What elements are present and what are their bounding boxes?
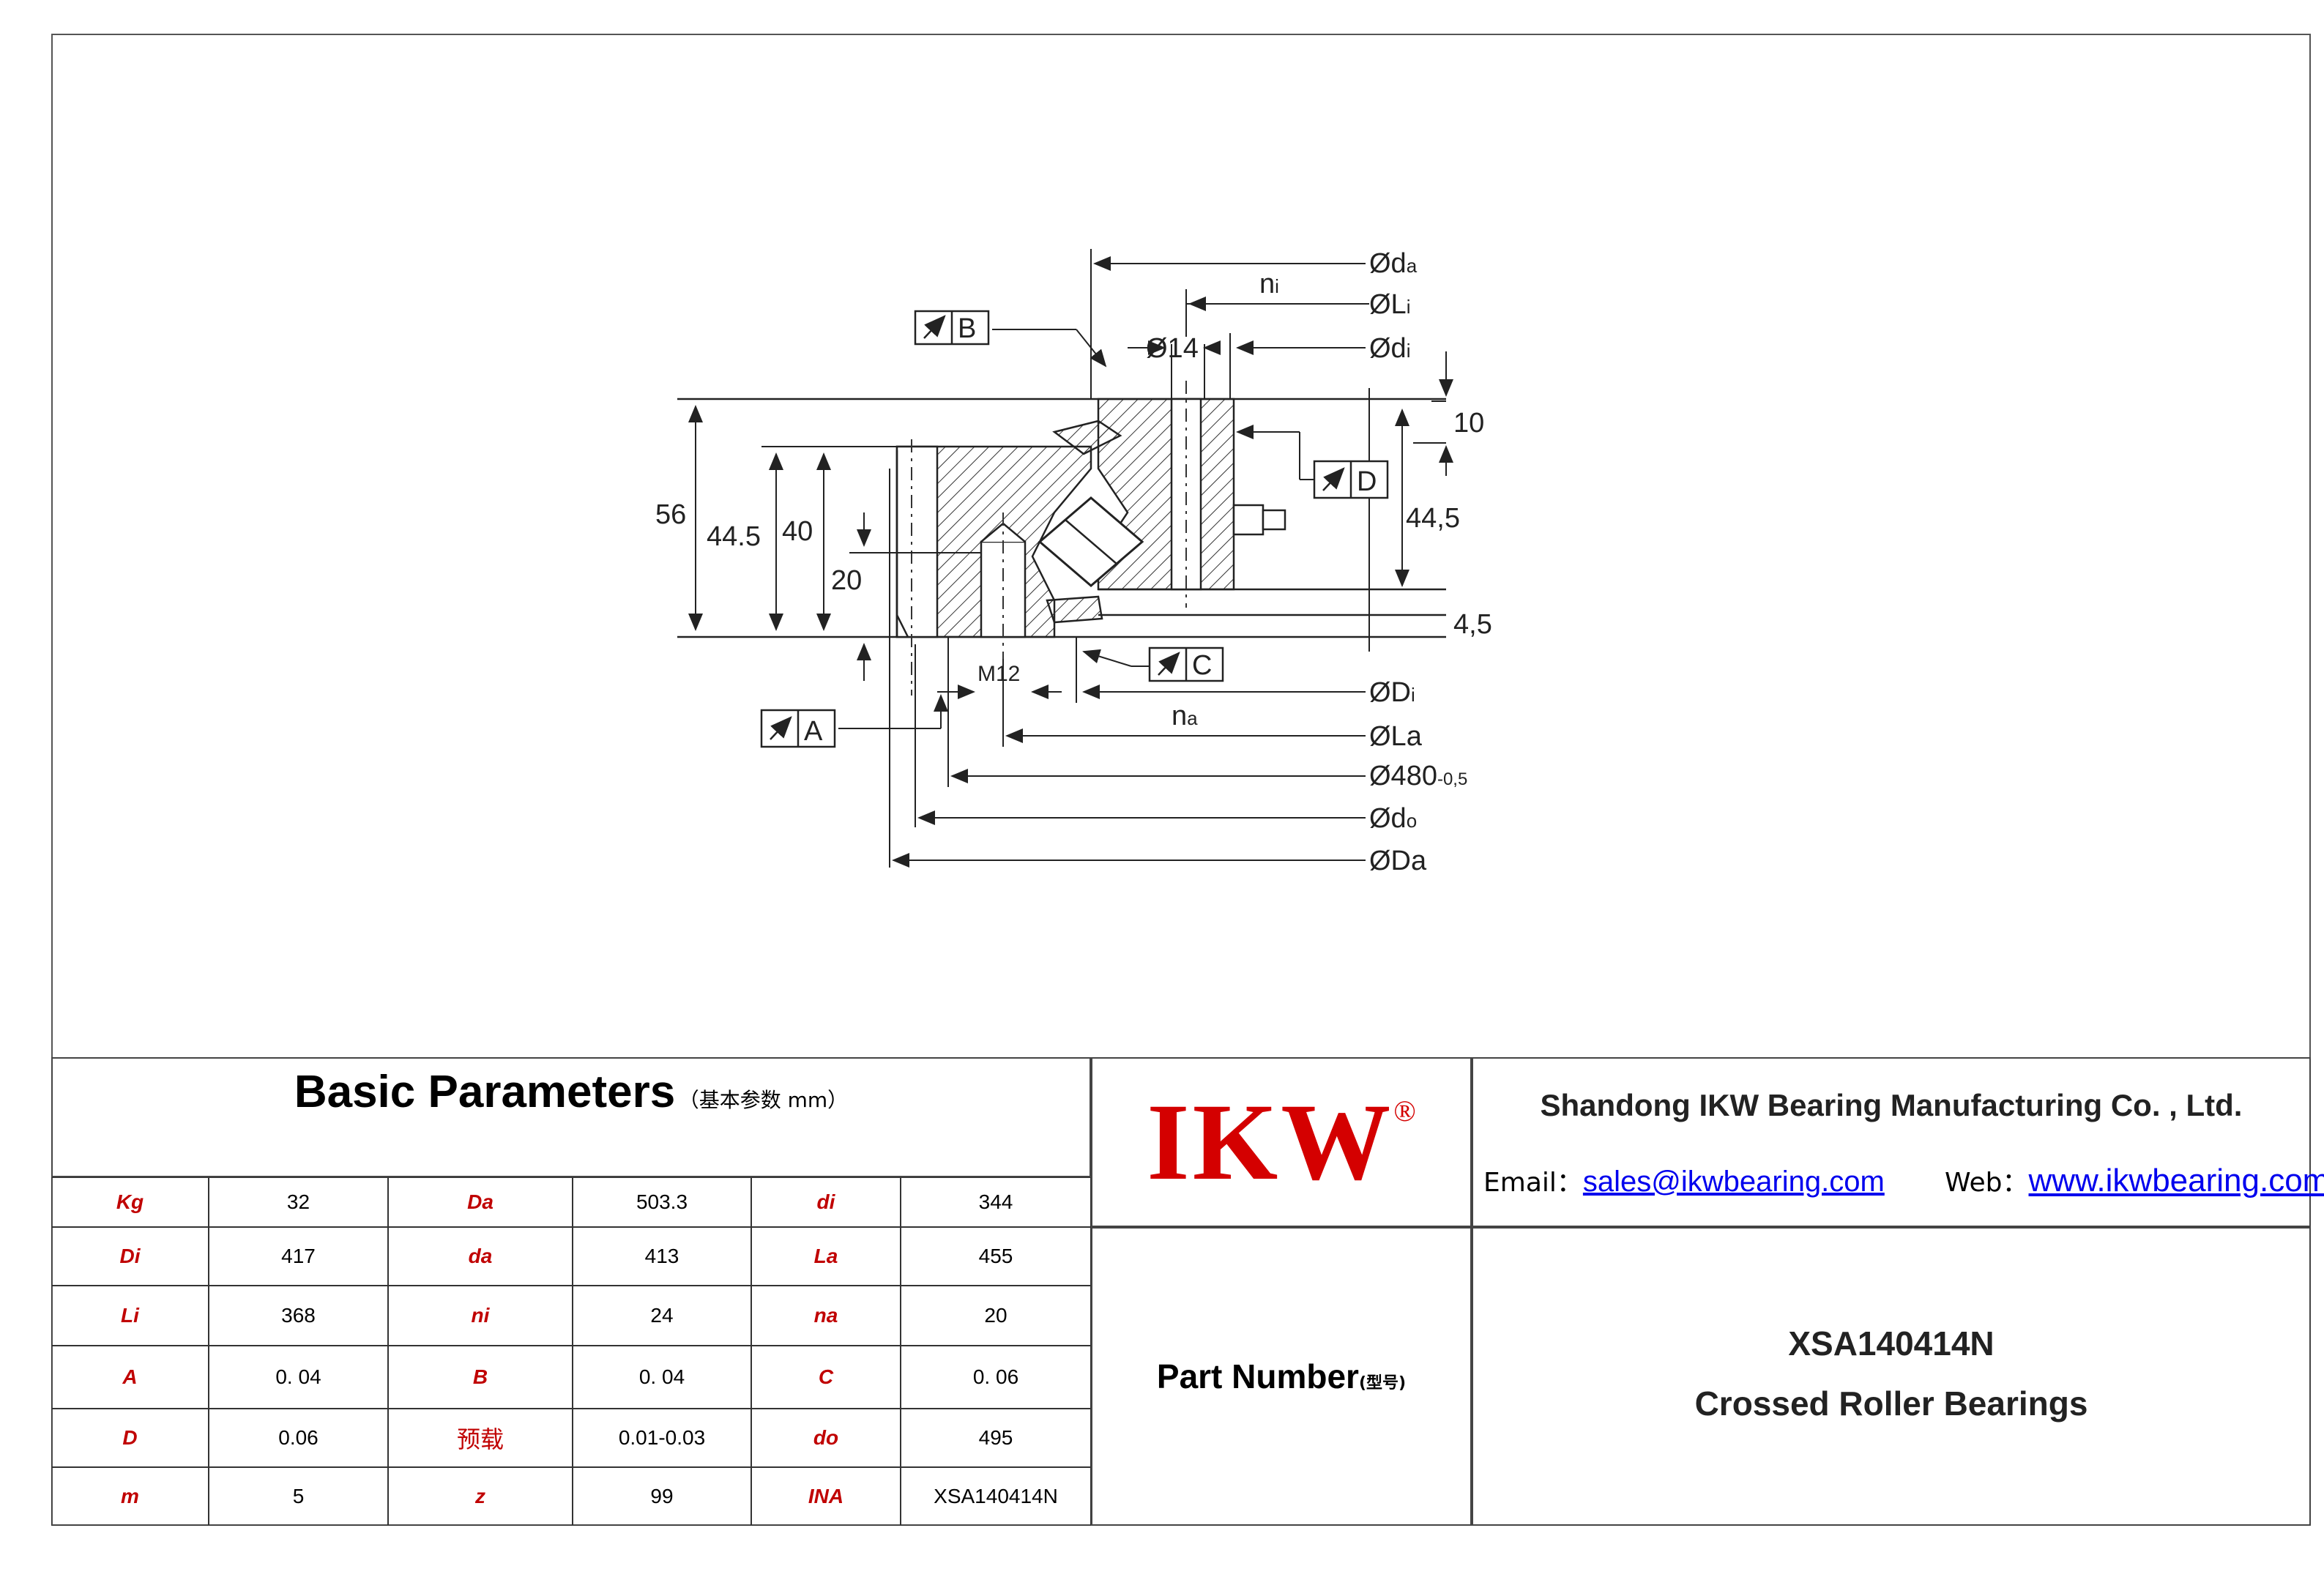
part-number-label-cn: (型号) (1358, 1374, 1407, 1393)
label-na: na (1172, 701, 1198, 731)
param-value: 417 (209, 1227, 388, 1286)
param-value: XSA140414N (901, 1467, 1091, 1526)
company-name: Shandong IKW Bearing Manufacturing Co. ,… (1540, 1088, 2243, 1122)
product-type: Crossed Roller Bearings (1694, 1384, 2088, 1423)
param-value: 32 (209, 1177, 388, 1227)
param-value: 0. 04 (209, 1346, 388, 1409)
ikw-logo: IKW (1147, 1081, 1394, 1203)
param-value: 0. 04 (573, 1346, 751, 1409)
logo-cell: IKW ® (1091, 1057, 1472, 1227)
label-h45: 4,5 (1453, 609, 1492, 640)
param-value: 495 (901, 1409, 1091, 1467)
param-value: 368 (209, 1286, 388, 1346)
part-number: XSA140414N (1788, 1324, 1995, 1362)
label-da-outer: ØDa (1369, 846, 1427, 876)
label-d14: Ø14 (1146, 333, 1199, 364)
label-la: ØLa (1369, 721, 1423, 752)
label-da: Øda (1369, 248, 1418, 279)
label-di: Ødi (1369, 333, 1410, 364)
label-h56: 56 (655, 499, 686, 530)
label-d: D (1357, 466, 1377, 497)
grease-nipple (1232, 504, 1265, 536)
param-key: ni (388, 1286, 573, 1346)
label-c: C (1192, 650, 1212, 681)
email-link[interactable]: sales@ikwbearing.com (1582, 1166, 1885, 1198)
params-title-sub: （基本参数 mm） (678, 1088, 849, 1112)
param-key: La (751, 1227, 901, 1286)
param-key: di (751, 1177, 901, 1227)
label-h445b: 44,5 (1406, 503, 1460, 534)
part-number-label: Part Number (1156, 1357, 1359, 1395)
param-key: INA (751, 1467, 901, 1526)
label-b: B (958, 313, 976, 344)
web-link[interactable]: www.ikwbearing.com (2028, 1163, 2324, 1198)
param-value: 503.3 (573, 1177, 751, 1227)
param-key: Li (51, 1286, 209, 1346)
label-ni: ni (1259, 269, 1279, 299)
param-key: Di (51, 1227, 209, 1286)
params-title-cell: Basic Parameters （基本参数 mm） (51, 1057, 1091, 1177)
param-key: C (751, 1346, 901, 1409)
bottom-seal (1046, 595, 1103, 624)
param-value: 99 (573, 1467, 751, 1526)
param-key: m (51, 1467, 209, 1526)
top-seal (1052, 420, 1122, 455)
param-key: B (388, 1346, 573, 1409)
label-h20: 20 (831, 565, 862, 596)
param-value: 0. 06 (901, 1346, 1091, 1409)
param-key: na (751, 1286, 901, 1346)
param-value: 413 (573, 1227, 751, 1286)
label-d480: Ø480-0,5 (1369, 761, 1467, 791)
label-li: ØLi (1369, 289, 1410, 320)
label-di-outer: ØDi (1369, 677, 1415, 708)
part-value-cell: XSA140414N Crossed Roller Bearings (1472, 1227, 2311, 1526)
param-key: da (388, 1227, 573, 1286)
param-value: 0.06 (209, 1409, 388, 1467)
label-do: Ødo (1369, 803, 1417, 834)
params-title: Basic Parameters (294, 1067, 676, 1117)
param-key: z (388, 1467, 573, 1526)
label-h40: 40 (782, 516, 813, 547)
bearing-cross-section-drawing: Øda ØLi Ødi ni Ø14 B D C A 10 56 44.5 40… (655, 248, 1492, 876)
param-value: 24 (573, 1286, 751, 1346)
label-m12: M12 (977, 662, 1020, 686)
label-a: A (804, 716, 823, 747)
param-value: 5 (209, 1467, 388, 1526)
company-cell: Shandong IKW Bearing Manufacturing Co. ,… (1472, 1057, 2324, 1227)
part-label-cell: Part Number (型号) (1091, 1227, 1472, 1526)
param-key: 预载 (388, 1409, 573, 1467)
param-key: do (751, 1409, 901, 1467)
param-value: 344 (901, 1177, 1091, 1227)
param-value: 20 (901, 1286, 1091, 1346)
param-value: 0.01-0.03 (573, 1409, 751, 1467)
email-label: Email： (1483, 1168, 1583, 1198)
registered-mark: ® (1393, 1095, 1416, 1127)
label-h445a: 44.5 (707, 521, 761, 552)
param-key: Kg (51, 1177, 209, 1227)
label-h10: 10 (1453, 408, 1484, 439)
param-key: Da (388, 1177, 573, 1227)
param-key: A (51, 1346, 209, 1409)
web-label: Web： (1945, 1168, 2029, 1198)
param-key: D (51, 1409, 209, 1467)
param-value: 455 (901, 1227, 1091, 1286)
